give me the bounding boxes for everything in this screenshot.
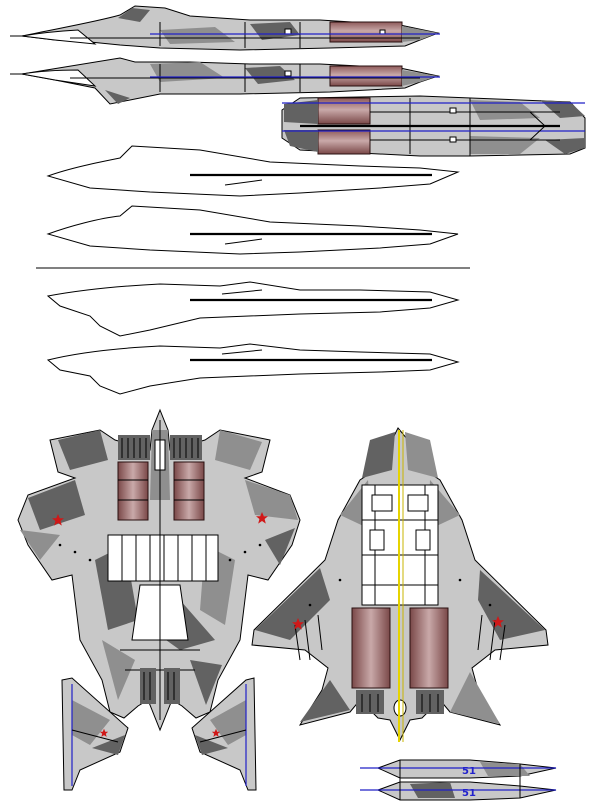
outline-side-view-2: [46, 205, 459, 255]
side-view-camo-1: [10, 5, 440, 51]
rear-fuselage-detail-view: [281, 95, 586, 157]
tail-fin-detail-view: 51 51: [360, 759, 557, 801]
outline-side-view-3: [46, 281, 460, 337]
side-view-camo-2: [10, 57, 440, 105]
outline-side-view-4: [46, 343, 460, 395]
top-view-planform: [17, 408, 301, 732]
stabilizer-right-detail: [191, 677, 257, 791]
tail-number-marking: 51: [462, 766, 476, 777]
stabilizer-left-detail: [61, 677, 129, 791]
tail-number-marking: 51: [462, 788, 476, 799]
outline-side-view-1: [46, 145, 460, 197]
bottom-view-planform: [251, 427, 549, 742]
